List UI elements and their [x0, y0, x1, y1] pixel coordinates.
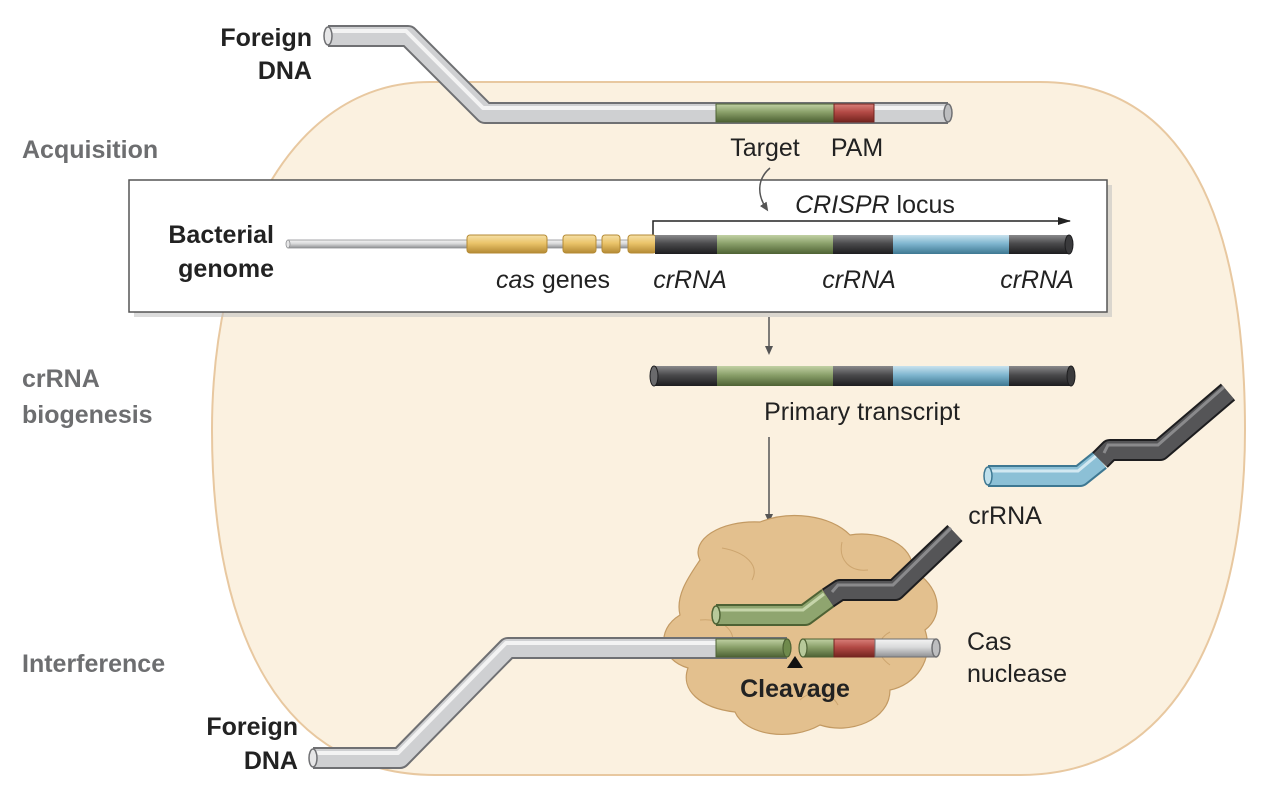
stage-acquisition: Acquisition: [22, 136, 158, 164]
pam-label: PAM: [831, 134, 883, 162]
cas-genes: [466, 234, 657, 254]
bacterial-genome-label-2: genome: [178, 255, 274, 283]
target-segment: [715, 103, 835, 123]
stage-biogenesis-1: crRNA: [22, 365, 100, 393]
acquisition-arrow: [759, 167, 771, 212]
cas-nuclease-label-1: Cas: [967, 628, 1011, 656]
target-label: Target: [730, 134, 800, 162]
pam-segment: [833, 103, 875, 123]
target-left-cut: [715, 638, 788, 658]
cleavage-label: Cleavage: [740, 675, 850, 703]
crrna-label-3: crRNA: [1000, 266, 1074, 294]
foreign-dna-bottom: [308, 637, 941, 769]
stage-interference: Interference: [22, 650, 165, 678]
cleavage-marker: [787, 656, 803, 668]
crrna-label-1: crRNA: [653, 266, 727, 294]
crrna-free-label: crRNA: [968, 502, 1042, 530]
cas-genes-label: cas genes: [496, 266, 610, 294]
primary-transcript-label: Primary transcript: [764, 398, 960, 426]
foreign-dna-top: [323, 25, 953, 124]
cas-nuclease-label-2: nuclease: [967, 660, 1067, 688]
foreign-dna-bottom-label-1: Foreign: [206, 713, 298, 741]
bacterial-genome-label-1: Bacterial: [168, 221, 274, 249]
crrna-label-2: crRNA: [822, 266, 896, 294]
genome-dna-line: [285, 239, 631, 249]
primary-transcript: [649, 365, 1076, 387]
crispr-locus-arrow: [652, 217, 1071, 236]
crispr-locus-label: CRISPR locus: [795, 191, 955, 219]
foreign-dna-top-label-2: DNA: [258, 57, 312, 85]
foreign-dna-top-label-1: Foreign: [220, 24, 312, 52]
foreign-dna-bottom-label-2: DNA: [244, 747, 298, 775]
crispr-array: [655, 234, 1074, 255]
free-crrna: [983, 383, 1236, 487]
pam-bottom: [833, 638, 876, 658]
guide-crrna: [711, 525, 963, 626]
stage-biogenesis-2: biogenesis: [22, 401, 153, 429]
